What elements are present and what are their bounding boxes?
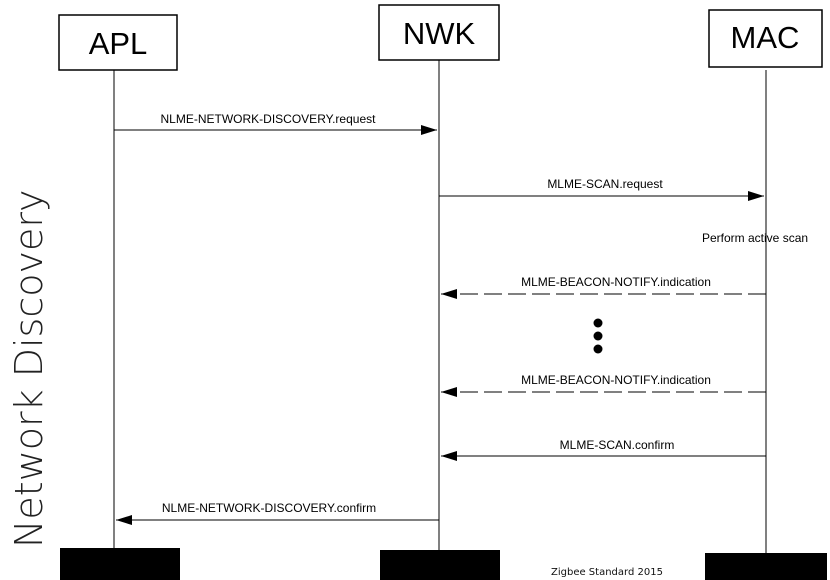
message-beacon-notify-indication: MLME-BEACON-NOTIFY.indication — [441, 275, 766, 299]
mac-label: MAC — [731, 20, 800, 55]
message-scan-request: MLME-SCAN.request — [439, 177, 764, 201]
nwk-label: NWK — [403, 16, 476, 51]
apl-participant: APL — [58, 14, 178, 71]
message-network-discovery-confirm: NLME-NETWORK-DISCOVERY.confirm — [116, 501, 439, 525]
diagram-side-title: Network Discovery — [7, 190, 51, 548]
message-label: MLME-SCAN.request — [547, 177, 663, 191]
source-footer: Zigbee Standard 2015 — [551, 567, 663, 578]
message-label: MLME-BEACON-NOTIFY.indication — [521, 275, 711, 289]
message-label: MLME-SCAN.confirm — [560, 438, 675, 452]
continuation-dots — [593, 318, 603, 354]
message-scan-confirm: MLME-SCAN.confirm — [441, 438, 766, 461]
mac-participant: MAC — [708, 9, 823, 68]
message-label: MLME-BEACON-NOTIFY.indication — [521, 373, 711, 387]
redaction-bar — [60, 548, 180, 580]
message-beacon-notify-indication: MLME-BEACON-NOTIFY.indication — [441, 373, 766, 397]
nwk-participant: NWK — [378, 4, 500, 61]
message-label: NLME-NETWORK-DISCOVERY.confirm — [162, 501, 376, 515]
apl-label: APL — [89, 26, 148, 61]
redaction-bar — [380, 550, 500, 580]
perform-active-scan-note: Perform active scan — [702, 231, 808, 245]
redaction-bar — [705, 553, 827, 580]
message-label: NLME-NETWORK-DISCOVERY.request — [161, 112, 377, 126]
message-network-discovery-request: NLME-NETWORK-DISCOVERY.request — [114, 112, 437, 135]
